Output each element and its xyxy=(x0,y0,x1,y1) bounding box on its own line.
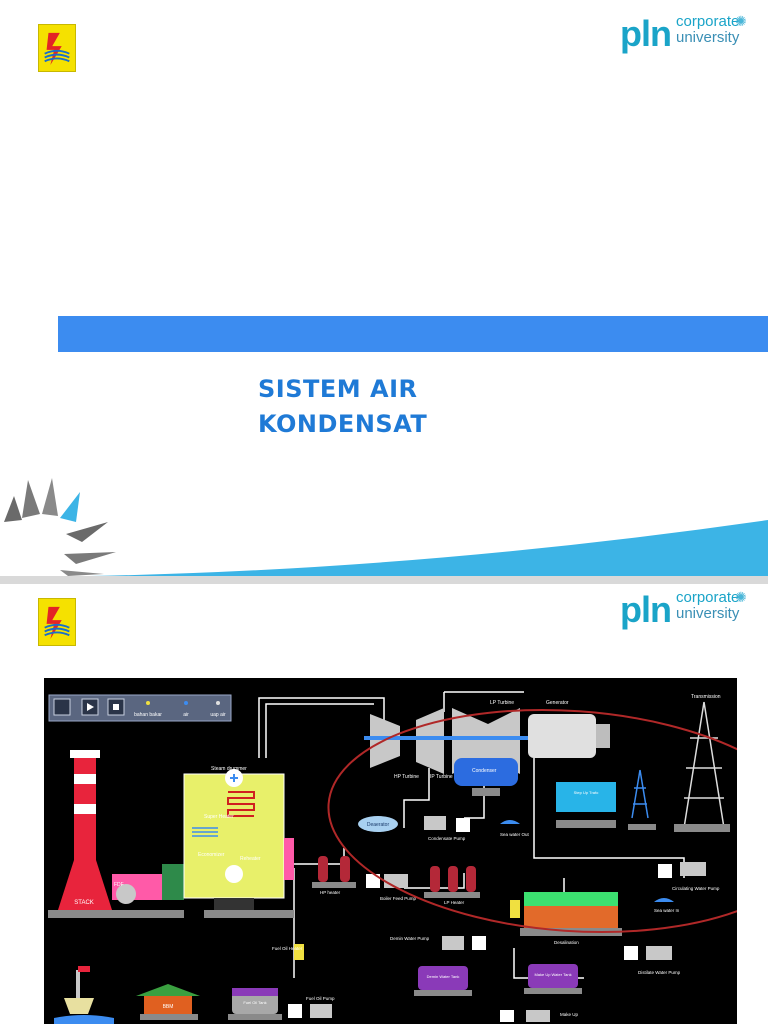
demin-water-pump: Demin Water Pump xyxy=(390,936,486,950)
distilate-water-pump-label: Distilate Water Pump xyxy=(638,970,681,975)
steam-legend-dot xyxy=(216,701,220,705)
slide-separator xyxy=(0,576,768,584)
desalination-label: Desalination xyxy=(554,940,579,945)
logo-corporate-text: corporate xyxy=(676,13,740,30)
petal-ornament-icon xyxy=(4,478,116,576)
circulating-water-pump-label: Circulating Water Pump xyxy=(672,886,720,891)
logo-university-text: university xyxy=(676,29,740,46)
desalination: Desalination xyxy=(510,892,622,945)
lp-heaters: LP Heater xyxy=(424,866,480,905)
hp-turbine-label: HP Turbine xyxy=(394,774,419,780)
economizer-label: Economizer xyxy=(198,852,225,858)
make-up-water-tank: Make Up Water Tank xyxy=(524,964,582,994)
lp-heater-label: LP Heater xyxy=(444,900,465,905)
title-slide: pln corporate university ✺ SISTEM AIR KO… xyxy=(4,12,768,576)
title-line-1: SISTEM AIR xyxy=(258,375,418,403)
logo-corporate-text: corporate xyxy=(676,589,740,606)
condensate-pump-label: Condensate Pump xyxy=(428,836,466,841)
boiler-base xyxy=(214,898,254,912)
logo-pln-text: pln xyxy=(620,13,672,54)
demin-water-tank: Demin Water Tank xyxy=(414,966,472,996)
fuel-oil-pump: Fuel Oil Pump xyxy=(288,996,335,1018)
steam-drummer-label: Steam drummer xyxy=(211,766,247,772)
boiler-feed-pump-label: Boiler Feed Pump xyxy=(380,896,417,901)
condensate-system-highlight xyxy=(327,708,737,934)
generator-label: Generator xyxy=(546,700,569,706)
condenser-label: Condenser xyxy=(472,768,497,774)
legend-air: air xyxy=(183,712,189,718)
boiler-floor xyxy=(204,910,294,918)
tower-base xyxy=(674,824,730,832)
bbm-label: BBM xyxy=(163,1004,174,1010)
fuel-oil-heater-label: Fuel Oil Heater xyxy=(272,946,303,951)
title-line-2: KONDENSAT xyxy=(258,410,428,438)
fuel-legend-dot xyxy=(146,701,150,705)
pln-corporate-university-logo: pln corporate university ✺ xyxy=(620,12,750,58)
pln-logo-icon xyxy=(38,598,76,646)
step-up-transformer-label: Step Up Trafo xyxy=(574,790,599,795)
fuel-oil-pump-label: Fuel Oil Pump xyxy=(306,996,335,1001)
demin-water-tank-label: Demin Water Tank xyxy=(427,974,460,979)
legend-bahan-bakar: bahan bakar xyxy=(134,712,162,718)
logo-pln-text: pln xyxy=(620,589,672,630)
hp-heaters: HP heater xyxy=(312,856,356,895)
sun-icon: ✺ xyxy=(735,13,747,29)
rewind-icon[interactable] xyxy=(53,698,71,716)
boiler: Steam drummer Super Heater Economizer Re… xyxy=(183,766,294,899)
transmission-label: Transmission xyxy=(691,694,721,700)
stack-label: STACK xyxy=(74,900,94,906)
control-panel[interactable]: bahan bakar air uap air xyxy=(48,694,232,722)
deaerator: Deaerator xyxy=(358,816,398,832)
stack-base xyxy=(48,910,184,918)
step-up-transformer: Step Up Trafo xyxy=(556,782,616,828)
make-up-pump-label: Make Up xyxy=(560,1012,579,1017)
sea-water-out-icon xyxy=(500,820,520,824)
distilate-water-pump: Distilate Water Pump xyxy=(624,946,681,975)
circulating-water-pump: Circulating Water Pump Sea water In xyxy=(654,862,720,913)
make-up-water-tank-label: Make Up Water Tank xyxy=(534,972,571,977)
bbm-storage: BBM xyxy=(136,984,200,1020)
transmission-tower: Transmission xyxy=(683,694,725,829)
fuel-oil-tank: Fuel Oil Tank xyxy=(228,988,282,1020)
pln-corporate-university-logo: pln corporate university ✺ xyxy=(620,588,750,634)
small-tower-base xyxy=(628,824,656,830)
lp-turbine-label: LP Turbine xyxy=(490,700,514,706)
diagram-slide: pln corporate university ✺ xyxy=(0,584,768,1024)
water-legend-dot xyxy=(184,701,188,705)
fuel-oil-tank-label: Fuel Oil Tank xyxy=(243,1000,266,1005)
sea-water-in-label: Sea water In xyxy=(654,908,680,913)
fdf-fan xyxy=(116,884,136,904)
air-heater xyxy=(162,864,184,900)
small-tower xyxy=(631,769,649,819)
generator: Generator xyxy=(528,700,610,758)
sea-water-out-label: Sea water Out xyxy=(500,832,530,837)
condenser: Condenser xyxy=(454,758,518,796)
fuel-oil-heater: Fuel Oil Heater xyxy=(272,944,304,960)
legend-uap-air: uap air xyxy=(210,712,226,718)
pln-logo-icon xyxy=(38,24,76,72)
make-up-pump: Make Up xyxy=(500,1010,579,1022)
sun-icon: ✺ xyxy=(735,589,747,605)
reheater-label: Reheater xyxy=(240,856,261,862)
demin-water-pump-label: Demin Water Pump xyxy=(390,936,430,941)
fuel-ship-icon xyxy=(54,966,114,1024)
condensate-pump: Condensate Pump xyxy=(424,816,470,841)
ip-turbine-label: IP Turbine xyxy=(430,774,453,780)
power-plant-diagram: bahan bakar air uap air STACK FDF xyxy=(44,678,737,1024)
blue-swoosh xyxy=(90,520,768,576)
hp-heater-label: HP heater xyxy=(320,890,341,895)
stack: STACK xyxy=(58,750,112,910)
superheater-coil xyxy=(227,791,255,817)
super-heater-label: Super Heater xyxy=(204,814,234,820)
title-band xyxy=(58,316,768,352)
slide-title: SISTEM AIR KONDENSAT xyxy=(258,372,427,442)
deaerator-label: Deaerator xyxy=(367,822,390,828)
logo-university-text: university xyxy=(676,605,740,622)
fdf-label: FDF xyxy=(114,882,124,888)
